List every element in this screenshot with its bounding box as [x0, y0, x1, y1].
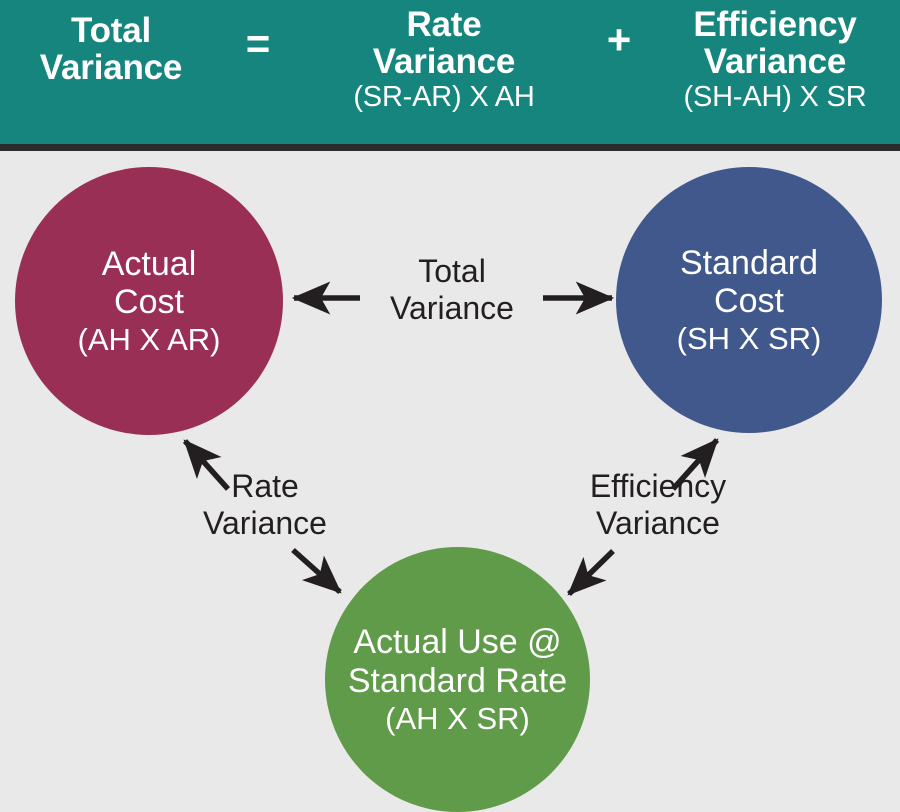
header-rate-variance-line1: Rate	[406, 5, 482, 44]
header-divider-rule	[0, 144, 900, 151]
arrow-efficiency-variance-down-left	[567, 549, 615, 596]
edge-label-efficiency-variance-line2: Variance	[596, 505, 720, 542]
header-banner	[0, 0, 900, 144]
header-efficiency-variance-line1: Efficiency	[693, 5, 857, 44]
header-rate-variance-formula: (SR-AR) X AH	[353, 81, 535, 114]
node-standard-cost-line1: Standard	[680, 243, 818, 282]
node-actual-cost-line2: Cost	[114, 283, 184, 322]
node-actual-use-standard-rate: Actual Use @ Standard Rate (AH X SR)	[325, 547, 590, 812]
header-total-variance-line2: Variance	[39, 48, 183, 88]
header-efficiency-variance-formula: (SH-AH) X SR	[683, 81, 867, 114]
node-actual-cost: Actual Cost (AH X AR)	[15, 167, 283, 435]
header-efficiency-variance-line2: Variance	[703, 42, 847, 82]
header-rate-variance: Rate Variance (SR-AR) X AH	[298, 6, 590, 113]
edge-label-total-variance-line1: Total	[418, 253, 486, 289]
arrow-rate-variance-down-right	[291, 547, 342, 595]
header-equals-sign: =	[245, 20, 271, 67]
node-standard-cost-line2: Cost	[714, 282, 784, 321]
edge-label-efficiency-variance-line1: Efficiency	[589, 468, 727, 504]
header-total-variance: Total Variance	[0, 12, 222, 86]
header-efficiency-variance: Efficiency Variance (SH-AH) X SR	[650, 6, 900, 113]
node-actual-cost-line1: Actual	[101, 244, 197, 283]
edge-label-rate-variance-line2: Variance	[203, 505, 327, 542]
header-total-variance-line1: Total	[70, 11, 151, 50]
node-actual-cost-formula: (AH X AR)	[77, 322, 221, 358]
edge-label-total-variance: Total Variance	[352, 253, 552, 327]
node-actual-use-line2: Standard Rate	[347, 661, 568, 700]
header-rate-variance-line2: Variance	[372, 42, 516, 82]
edge-label-rate-variance: Rate Variance	[165, 468, 365, 542]
edge-label-efficiency-variance: Efficiency Variance	[548, 468, 768, 542]
node-actual-use-line1: Actual Use @	[353, 623, 562, 662]
edge-label-rate-variance-line1: Rate	[231, 468, 299, 504]
node-standard-cost-formula: (SH X SR)	[676, 321, 822, 357]
header-plus-sign: +	[606, 16, 632, 63]
node-standard-cost: Standard Cost (SH X SR)	[616, 167, 882, 433]
edge-label-total-variance-line2: Variance	[390, 290, 514, 327]
node-actual-use-formula: (AH X SR)	[385, 700, 530, 736]
